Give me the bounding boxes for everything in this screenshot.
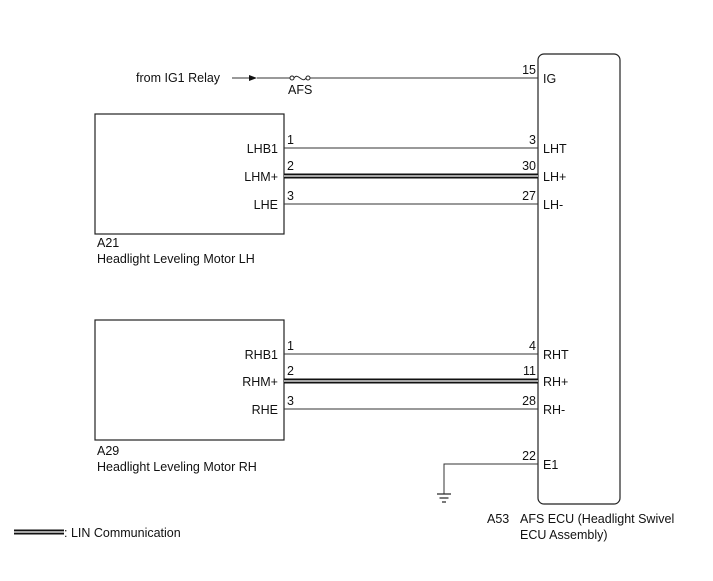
motor-rh-id: A29 [97, 444, 119, 458]
ecu-pin-number: 22 [522, 449, 536, 463]
power-arrow-head [249, 75, 257, 81]
ecu-id: A53 [487, 512, 509, 526]
motor-rh: A29 Headlight Leveling Motor RH RHB1 1 4… [94, 319, 569, 474]
motor-pin-label: LHM+ [244, 170, 278, 184]
ecu-pin-label: RH- [543, 403, 565, 417]
motor-pin-number: 3 [287, 394, 294, 408]
ecu-pin-number: 11 [523, 364, 536, 378]
legend-label: : LIN Communication [64, 526, 181, 540]
motor-rh-box [94, 319, 285, 441]
motor-pin-number: 3 [287, 189, 294, 203]
ecu-pin-number: 15 [522, 63, 536, 77]
fuse-icon [289, 75, 311, 81]
ecu-pin-label: IG [543, 72, 556, 86]
ground-wire [443, 463, 538, 494]
motor-pin-number: 1 [287, 339, 294, 353]
ecu-pin-number: 3 [529, 133, 536, 147]
motor-lh-id: A21 [97, 236, 119, 250]
ecu-pin-number: 30 [522, 159, 536, 173]
power-source-label: from IG1 Relay [136, 71, 221, 85]
ecu-pin-label: RH+ [543, 375, 568, 389]
ecu-pin-label: LHT [543, 142, 567, 156]
ecu-name-line1: AFS ECU (Headlight Swivel [520, 512, 674, 526]
motor-pin-number: 1 [287, 133, 294, 147]
ecu-pin-number: 4 [529, 339, 536, 353]
ground-icon [437, 493, 451, 503]
ecu-name-line2: ECU Assembly) [520, 528, 608, 542]
motor-pin-label: RHM+ [242, 375, 278, 389]
motor-lh-name: Headlight Leveling Motor LH [97, 252, 255, 266]
ecu-pin-label: LH- [543, 198, 563, 212]
ecu-pin-label: E1 [543, 458, 558, 472]
motor-pin-label: RHE [252, 403, 278, 417]
motor-pin-label: LHB1 [247, 142, 278, 156]
ecu-pin-number: 28 [522, 394, 536, 408]
motor-lh: A21 Headlight Leveling Motor LH LHB1 1 3… [94, 113, 567, 266]
fuse-label: AFS [288, 83, 312, 97]
motor-pin-label: RHB1 [245, 348, 278, 362]
motor-rh-name: Headlight Leveling Motor RH [97, 460, 257, 474]
ecu-box [537, 53, 621, 505]
legend: : LIN Communication [14, 526, 181, 540]
ecu-pin-number: 27 [522, 189, 536, 203]
motor-pin-number: 2 [287, 159, 294, 173]
motor-lh-box [94, 113, 285, 235]
motor-pin-number: 2 [287, 364, 294, 378]
ground-circuit: 22 E1 [437, 449, 558, 503]
ecu-pin-label: LH+ [543, 170, 566, 184]
ecu-pin-label: RHT [543, 348, 569, 362]
motor-pin-label: LHE [254, 198, 278, 212]
